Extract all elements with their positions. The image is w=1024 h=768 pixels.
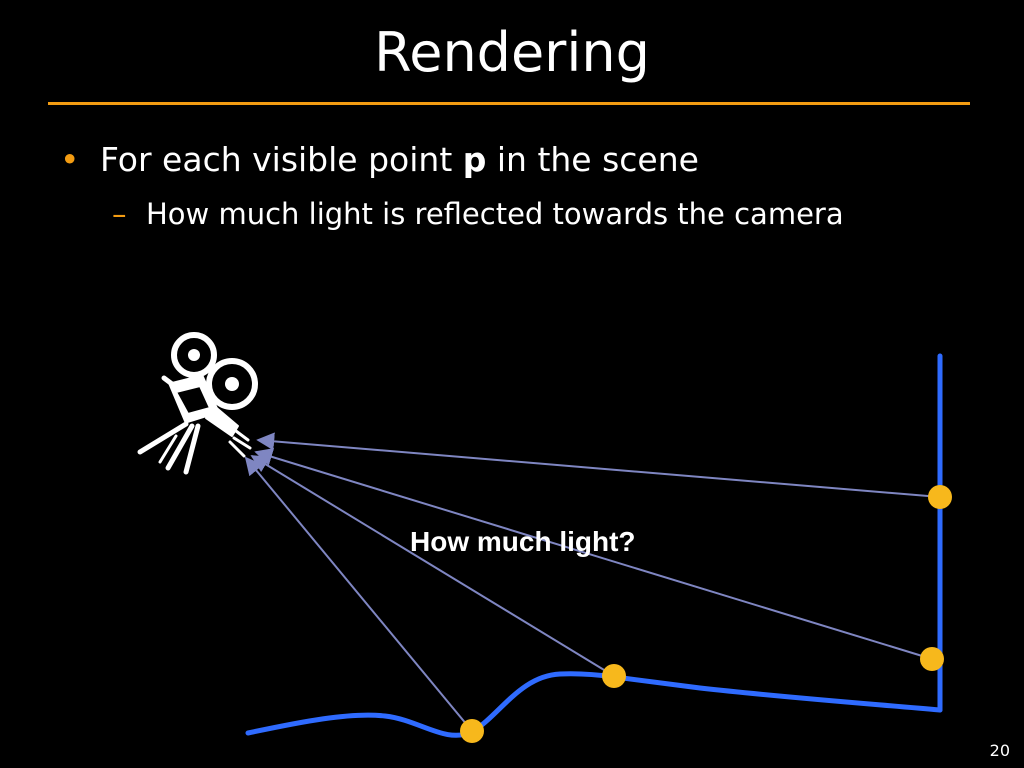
- movie-camera-icon: [137, 332, 258, 475]
- sub-bullet-text: How much light is reflected towards the …: [146, 197, 844, 231]
- sub-bullet-marker: –: [112, 197, 127, 231]
- bullet-list: • For each visible point p in the scene …: [60, 138, 1000, 234]
- scene-point: [602, 664, 626, 688]
- ray-to-camera: [250, 455, 615, 677]
- ground-surface: [245, 671, 943, 738]
- scene-point: [460, 719, 484, 743]
- title-underline: [48, 102, 970, 105]
- scene-point: [920, 647, 944, 671]
- bullet-text-bold: p: [462, 140, 487, 179]
- bullet-item: • For each visible point p in the scene: [60, 138, 1000, 182]
- bullet-text-before: For each visible point: [100, 140, 463, 179]
- bullet-marker: •: [60, 140, 80, 179]
- ray-to-camera: [256, 432, 941, 498]
- diagram-label: How much light?: [410, 526, 636, 557]
- ray-to-camera: [254, 448, 933, 660]
- bullet-text-after: in the scene: [486, 140, 699, 179]
- sub-bullet-item: – How much light is reflected towards th…: [60, 194, 1000, 234]
- page-number: 20: [989, 741, 1010, 760]
- ray-to-camera: [244, 456, 473, 732]
- slide-title: Rendering: [374, 21, 650, 84]
- scene-point: [928, 485, 952, 509]
